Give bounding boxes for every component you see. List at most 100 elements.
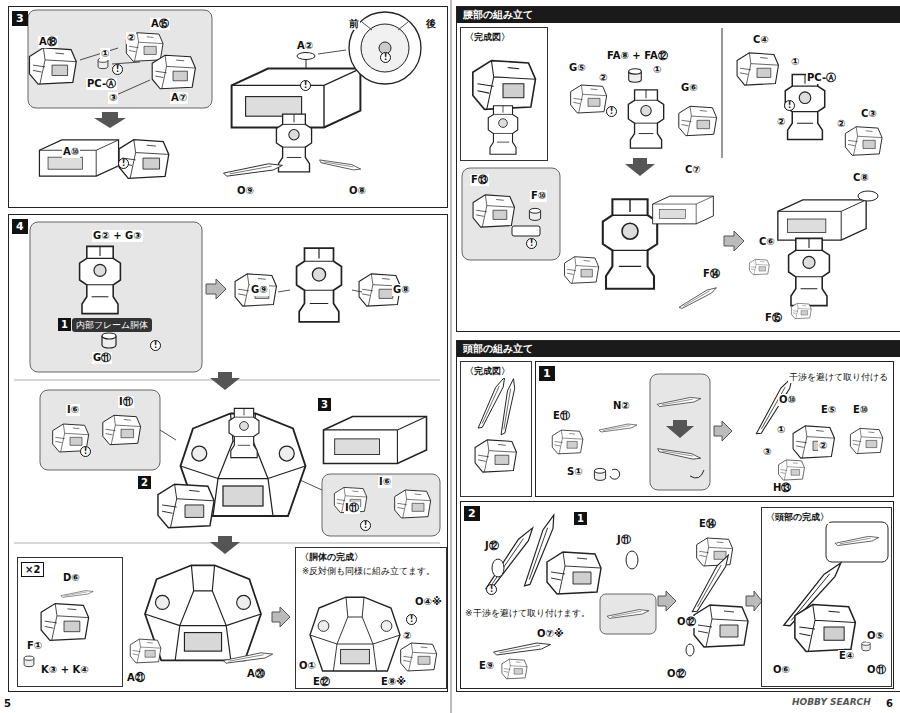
head-art-shape — [746, 591, 762, 611]
step4-art — [14, 222, 440, 671]
step-number: 3 — [12, 11, 28, 26]
part-callout: G⑥ — [680, 82, 699, 94]
waist-art-shape — [571, 85, 607, 113]
head-art-shape — [690, 470, 704, 478]
step4-art-shape — [206, 279, 226, 299]
head-art-shape — [494, 643, 551, 655]
part-callout: D⑥ — [62, 572, 81, 584]
waist-art-shape — [749, 259, 769, 274]
caution-mark: ! — [118, 158, 129, 169]
part-callout: O⑧ — [348, 185, 367, 197]
part-callout: O⑫ — [676, 616, 697, 628]
part-callout: A⑮ — [150, 18, 170, 30]
step3-art-shape — [80, 48, 150, 96]
head-art-shape — [493, 378, 524, 436]
head-art-shape — [826, 522, 888, 562]
part-callout: E⑧※ — [380, 676, 407, 688]
step3-art — [28, 10, 421, 178]
part-callout: I⑥ — [378, 476, 392, 488]
page-number: 6 — [886, 698, 893, 710]
part-callout: ③ — [108, 92, 118, 104]
head-art-shape — [600, 594, 656, 634]
step-panel: 〈頭部の完成〉2 — [460, 501, 894, 689]
section-header: 腰部の組み立て — [457, 7, 900, 23]
waist-art-shape — [488, 106, 517, 155]
head-art-shape — [714, 421, 732, 441]
waist-art-shape — [603, 199, 657, 289]
step4-art-shape — [272, 607, 290, 627]
caution-mark: ! — [360, 520, 371, 531]
head-art-shape — [607, 610, 649, 619]
head-art-shape — [658, 591, 676, 611]
part-callout: E⑤ — [820, 404, 837, 416]
waist-art-shape — [653, 196, 714, 224]
head-art-shape — [552, 430, 583, 454]
step3-art-shape — [306, 59, 307, 68]
step3-art-shape — [318, 50, 346, 54]
part-callout: PC-Ⓐ — [86, 78, 117, 90]
step-number: 1 — [574, 512, 587, 525]
step3-art-shape — [349, 12, 421, 84]
waist-art-shape — [791, 303, 811, 318]
step4-art-shape — [103, 415, 141, 444]
step4-art-shape — [210, 536, 240, 554]
step4-art-shape — [310, 597, 400, 671]
multiplier-badge: ×2 — [21, 562, 44, 577]
step4-art-shape — [278, 290, 362, 292]
step4-art-shape — [30, 222, 202, 372]
preview-box: 〈完成図〉 — [460, 361, 532, 497]
caution-mark: ! — [300, 80, 311, 91]
waist-art-shape — [722, 28, 723, 158]
part-callout: PC-Ⓐ — [806, 72, 837, 84]
step3-art-shape — [29, 48, 76, 84]
head-art-shape — [657, 397, 701, 406]
waist-art-shape — [565, 257, 599, 284]
step4-art-shape — [229, 408, 259, 457]
step3-art-shape — [152, 55, 195, 89]
part-callout: O⑥ — [772, 664, 791, 676]
part-callout: O⑪ — [866, 664, 887, 676]
step4-art-shape — [395, 490, 431, 518]
step3-art-shape — [28, 10, 212, 108]
head-art-shape — [850, 428, 882, 453]
section-header: 頭部の組み立て — [457, 341, 900, 357]
part-callout: ① — [100, 48, 110, 60]
waist-art-shape — [778, 200, 866, 240]
part-callout: A⑳ — [246, 668, 266, 680]
section-title: 〈完成図〉 — [465, 365, 510, 378]
waist-art-shape — [737, 53, 778, 85]
part-callout: C④ — [752, 34, 770, 46]
step4-art-shape — [401, 643, 437, 671]
part-callout: N② — [612, 400, 631, 412]
step-number: 2 — [138, 476, 151, 489]
caution-mark: ! — [606, 106, 617, 117]
section-panel: 〈完成図〉腰部の組み立て — [456, 6, 900, 332]
waist-art-shape — [724, 231, 744, 251]
part-callout: E④ — [838, 650, 855, 662]
part-callout: FA⑧ + FA⑫ — [606, 50, 669, 62]
part-callout: F⑩ — [530, 190, 547, 202]
part-callout: G⑤ — [568, 62, 587, 74]
step3-art-shape — [361, 24, 409, 72]
part-callout: ② — [402, 630, 412, 642]
head-art-shape — [835, 536, 879, 545]
caution-mark: ! — [380, 52, 391, 63]
head-art-shape — [748, 376, 801, 436]
waist-art-shape — [529, 208, 540, 220]
part-callout: O⑫ — [666, 668, 687, 680]
part-callout: A⑩ — [62, 146, 80, 158]
step-panel: ×2〈胴体の完成〉※反対側も同様に組み立てます。4 — [8, 214, 448, 692]
page-number: 5 — [4, 698, 11, 710]
part-callout: F⑮ — [764, 312, 783, 324]
part-callout: E⑫ — [312, 676, 331, 688]
head-art-shape — [650, 374, 710, 490]
step3-art-shape — [276, 114, 311, 172]
step4-art-shape — [322, 474, 440, 536]
step4-art-shape — [130, 639, 161, 663]
step4-art-shape — [223, 653, 272, 663]
waist-art-shape — [679, 106, 717, 135]
waist-art-shape — [462, 168, 560, 260]
head-art-shape — [657, 442, 701, 466]
step4-art-shape — [323, 416, 426, 463]
head-art-shape — [610, 469, 620, 479]
